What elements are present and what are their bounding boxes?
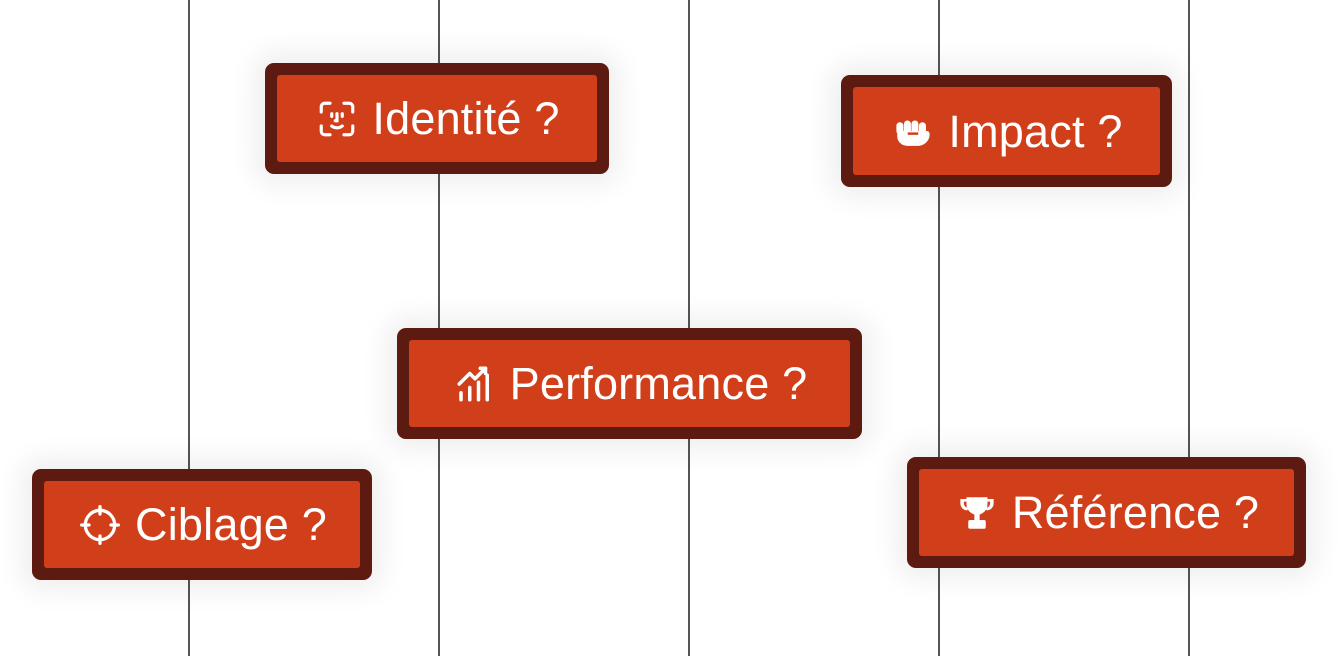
face-scan-icon bbox=[314, 96, 360, 142]
tag-impact-label: Impact ? bbox=[948, 105, 1123, 157]
tag-impact-face: Impact ? bbox=[853, 87, 1160, 175]
grid-line-1 bbox=[188, 0, 190, 656]
tag-performance[interactable]: Performance ? bbox=[397, 328, 862, 439]
tag-reference[interactable]: Référence ? bbox=[907, 457, 1306, 568]
fist-icon bbox=[890, 108, 936, 154]
tag-reference-label: Référence ? bbox=[1011, 487, 1260, 538]
grid-line-4 bbox=[938, 0, 940, 656]
tag-impact[interactable]: Impact ? bbox=[841, 75, 1172, 187]
crosshair-icon bbox=[77, 502, 123, 548]
grid-line-5 bbox=[1188, 0, 1190, 656]
tag-identite-label: Identité ? bbox=[372, 93, 560, 144]
tag-identite[interactable]: Identité ? bbox=[265, 63, 609, 174]
tag-reference-face: Référence ? bbox=[919, 469, 1294, 556]
tag-ciblage[interactable]: Ciblage ? bbox=[32, 469, 372, 580]
tag-performance-label: Performance ? bbox=[509, 358, 808, 409]
tag-performance-face: Performance ? bbox=[409, 340, 850, 427]
trophy-icon bbox=[954, 490, 1000, 536]
growth-chart-icon bbox=[452, 361, 498, 407]
tag-ciblage-label: Ciblage ? bbox=[135, 499, 327, 550]
tag-identite-face: Identité ? bbox=[277, 75, 597, 162]
tag-ciblage-face: Ciblage ? bbox=[44, 481, 360, 568]
